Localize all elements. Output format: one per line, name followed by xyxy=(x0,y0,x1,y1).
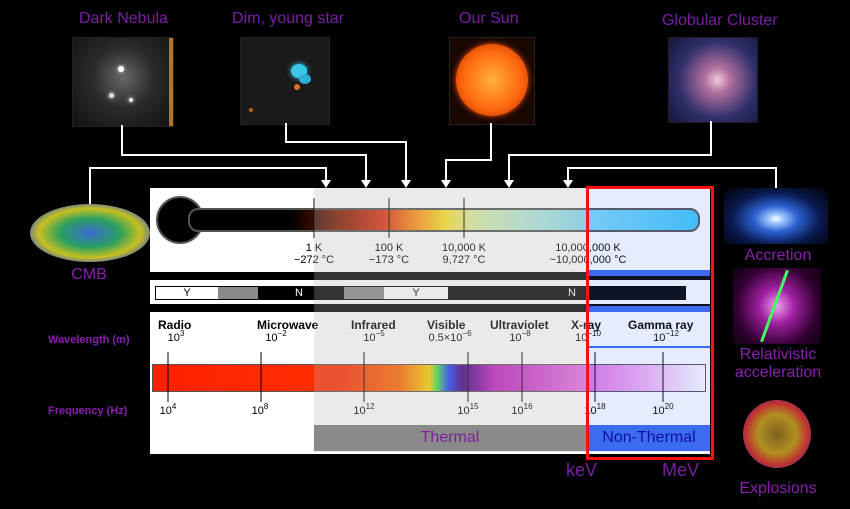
penetration-n1: N xyxy=(295,287,303,299)
accretion-title: Accretion xyxy=(744,247,812,264)
wavelength-axis-label: Wavelength (m) xyxy=(48,334,130,346)
explosions-image xyxy=(735,392,819,476)
sun-title: Our Sun xyxy=(459,10,519,27)
band-infrared: Infrared xyxy=(351,318,396,332)
thermal-overlay xyxy=(314,188,586,452)
spectrum-bar xyxy=(152,364,706,392)
relativistic-image xyxy=(733,268,821,344)
band-microwave: Microwave xyxy=(257,318,319,332)
penetration-y1: Y xyxy=(156,287,218,299)
thermometer-bulb xyxy=(156,196,204,244)
thermal-bar: Thermal xyxy=(314,425,586,451)
explosions-title: Explosions xyxy=(739,480,817,497)
frequency-tick: 1015 xyxy=(457,402,479,417)
wavelength-tick: 10−2 xyxy=(265,329,287,344)
accretion-image xyxy=(724,188,828,244)
nonthermal-highlight-box xyxy=(586,186,714,460)
dark-nebula-image xyxy=(72,37,174,127)
wavelength-tick: 10−12 xyxy=(653,329,679,344)
frequency-tick: 1016 xyxy=(511,402,533,417)
frequency-tick: 1012 xyxy=(353,402,375,417)
cmb-image xyxy=(30,204,150,262)
band-ultraviolet: Ultraviolet xyxy=(490,318,549,332)
dark-nebula-title: Dark Nebula xyxy=(79,10,168,27)
thermometer-tube xyxy=(188,208,700,232)
nonthermal-stripe xyxy=(588,346,710,348)
nonthermal-overlay xyxy=(588,188,710,452)
temp-label-1k: 1 K−272 °C xyxy=(293,242,335,266)
band-gamma-ray: Gamma ray xyxy=(628,318,694,332)
young-star-image xyxy=(240,37,330,125)
wavelength-tick: 0.5×10−6 xyxy=(428,329,472,344)
nonthermal-stripe xyxy=(588,270,710,276)
sun-image xyxy=(449,37,535,125)
relativistic-title: Relativistic acceleration xyxy=(734,346,822,381)
cmb-title: CMB xyxy=(71,266,107,283)
mev-label: MeV xyxy=(662,460,700,480)
frequency-tick: 108 xyxy=(251,402,269,417)
wavelength-tick: 10−10 xyxy=(575,329,601,344)
wavelength-tick: 10−5 xyxy=(363,329,385,344)
band-visible: Visible xyxy=(427,318,466,332)
nonthermal-bar: Non-Thermal xyxy=(588,425,710,451)
kev-label: keV xyxy=(566,460,598,480)
nonthermal-stripe xyxy=(588,306,710,312)
frequency-axis-label: Frequency (Hz) xyxy=(48,405,128,417)
penetration-bar: Y N Y N xyxy=(150,280,710,304)
young-star-title: Dim, young star xyxy=(232,10,345,27)
temp-label-100k: 100 K−173 °C xyxy=(368,242,410,266)
wavelength-tick: 10−8 xyxy=(509,329,531,344)
band-radio: Radio xyxy=(158,318,192,332)
main-panel xyxy=(150,188,710,454)
wavelength-tick: 103 xyxy=(167,329,185,344)
penetration-y2: Y xyxy=(384,287,448,299)
globular-cluster-image xyxy=(668,37,758,123)
frequency-tick: 104 xyxy=(159,402,177,417)
frequency-tick: 1020 xyxy=(652,402,674,417)
penetration-n2: N xyxy=(568,287,576,299)
globular-cluster-title: Globular Cluster xyxy=(662,12,778,29)
